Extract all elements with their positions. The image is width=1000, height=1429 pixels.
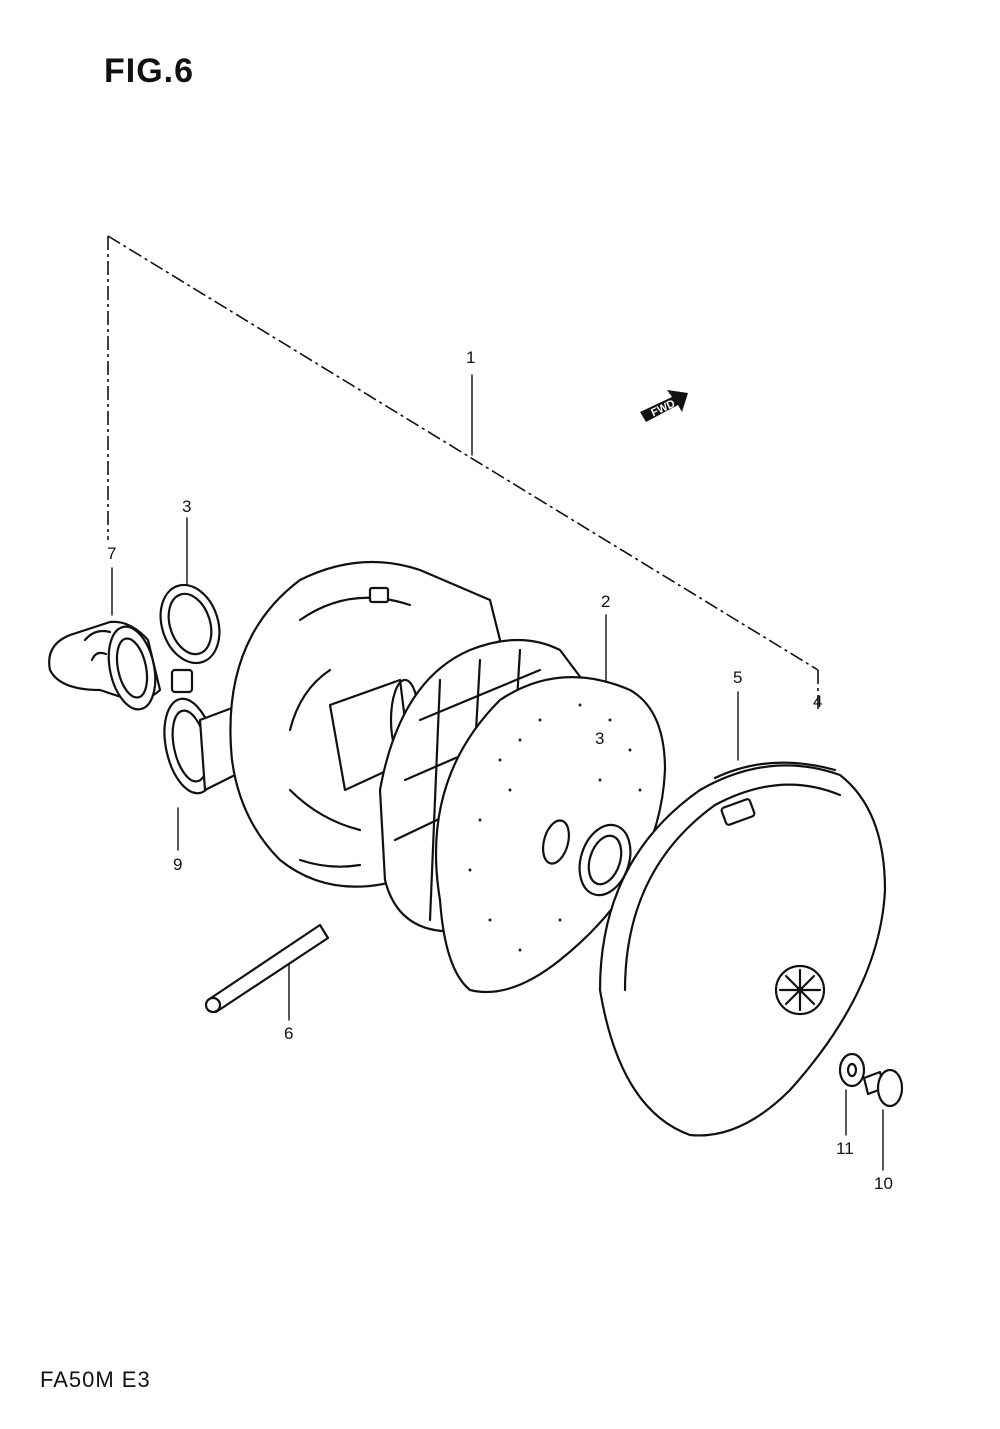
fwd-arrow-icon: FWD: [640, 390, 688, 422]
callout-2: 2: [601, 592, 611, 611]
clamp-ring-part-3: [159, 583, 221, 694]
callout-11: 11: [836, 1139, 854, 1158]
model-code: FA50M E3: [40, 1367, 151, 1392]
cover-band-part-5: [713, 761, 837, 826]
assembly-bracket-1: [107, 235, 819, 710]
callout-4: 4: [813, 692, 823, 711]
filter-element-part-2: [434, 676, 667, 994]
callout-6: 6: [284, 1024, 294, 1043]
callout-3-upper: 3: [182, 497, 192, 516]
callout-5: 5: [733, 668, 743, 687]
screw-part-10: [862, 1068, 904, 1108]
callout-1: 1: [466, 348, 476, 367]
figure-title: FIG.6: [104, 52, 195, 90]
cover-part-4: [598, 764, 887, 1137]
callout-7: 7: [107, 544, 117, 563]
clip-part-6: [204, 923, 330, 1014]
callout-3-lower: 3: [595, 729, 605, 748]
callout-9: 9: [173, 855, 183, 874]
intake-boot-part-7: [48, 620, 162, 711]
washer-part-11: [838, 1052, 866, 1088]
callout-10: 10: [874, 1174, 893, 1193]
fwd-label: FWD: [649, 398, 677, 419]
